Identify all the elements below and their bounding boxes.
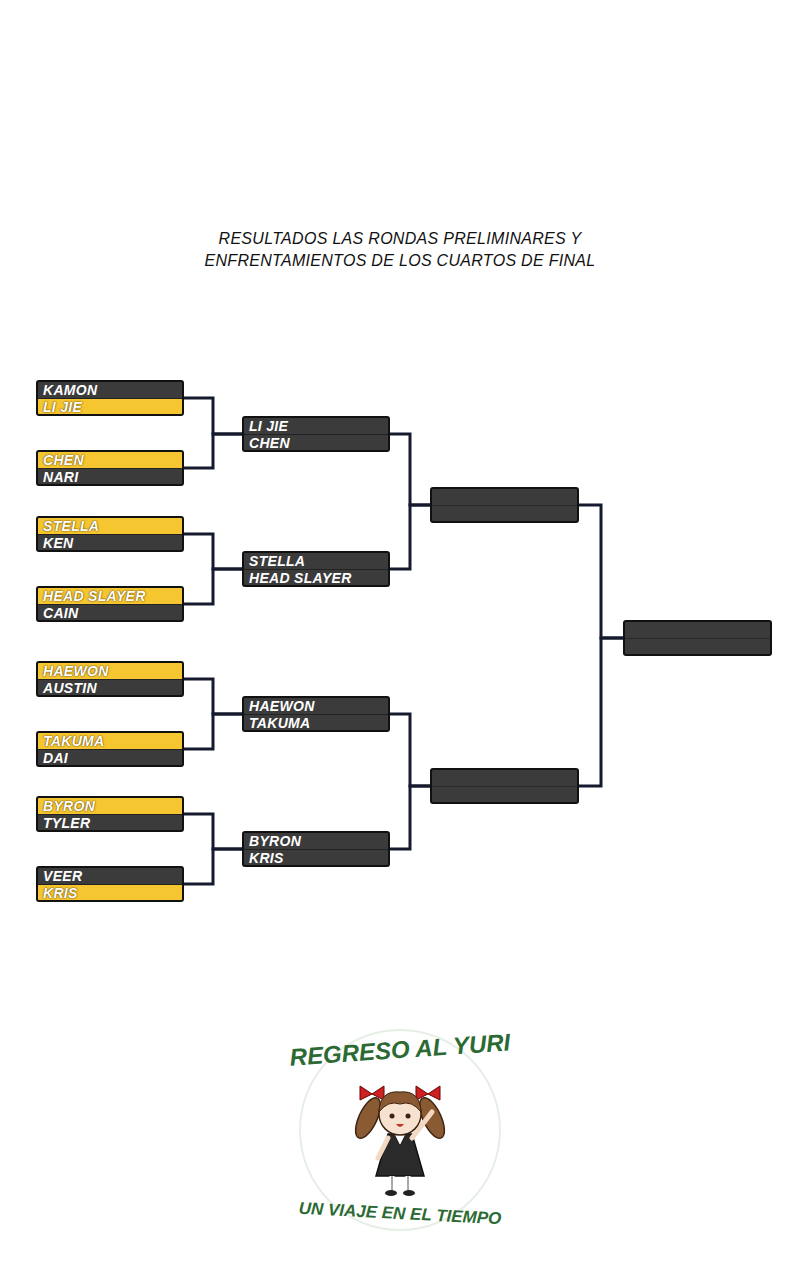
name-row: TAKUMA — [38, 733, 182, 749]
match-box: HEAD SLAYERCAIN — [36, 586, 184, 622]
name-row: KAMON — [38, 382, 182, 398]
name-row: KRIS — [244, 849, 388, 866]
name-row: KRIS — [38, 884, 182, 901]
bracket-line — [390, 786, 430, 849]
player-name: BYRON — [249, 833, 301, 849]
logo-text: REGRESO AL YURI — [249, 1026, 550, 1075]
match-box: VEERKRIS — [36, 866, 184, 902]
name-row: VEER — [38, 868, 182, 884]
bracket-line — [184, 849, 242, 884]
player-name: HEAD SLAYER — [249, 570, 352, 586]
match-box: STELLAKEN — [36, 516, 184, 552]
name-row: STELLA — [244, 553, 388, 569]
player-name: LI JIE — [249, 418, 288, 434]
bracket-line — [390, 714, 430, 786]
bracket-line — [390, 434, 430, 505]
player-name: BYRON — [43, 798, 95, 814]
match-box — [623, 620, 772, 656]
name-row: LI JIE — [38, 398, 182, 415]
player-name: VEER — [43, 868, 82, 884]
name-row: HAEWON — [38, 663, 182, 679]
match-box — [430, 487, 579, 523]
name-row: BYRON — [244, 833, 388, 849]
player-name: AUSTIN — [43, 680, 97, 696]
logo-text: UN VIAJE EN EL TIEMPO — [250, 1196, 551, 1232]
bracket-line — [579, 505, 623, 638]
name-row: AUSTIN — [38, 679, 182, 696]
player-name: CHEN — [249, 435, 290, 451]
player-name: CAIN — [43, 605, 78, 621]
player-name: TAKUMA — [249, 715, 310, 731]
name-row: KEN — [38, 534, 182, 551]
name-row: CHEN — [244, 434, 388, 451]
player-name: TAKUMA — [43, 733, 104, 749]
bracket-line — [390, 505, 430, 569]
match-box: STELLAHEAD SLAYER — [242, 551, 390, 587]
name-row: HEAD SLAYER — [38, 588, 182, 604]
player-name: TYLER — [43, 815, 90, 831]
player-name: DAI — [43, 750, 68, 766]
bracket-line — [184, 569, 242, 604]
match-box — [430, 768, 579, 804]
name-row: BYRON — [38, 798, 182, 814]
player-name: KRIS — [249, 850, 284, 866]
name-row: NARI — [38, 468, 182, 485]
match-box: BYRONTYLER — [36, 796, 184, 832]
bracket-line — [184, 534, 242, 569]
name-row: HAEWON — [244, 698, 388, 714]
name-row: STELLA — [38, 518, 182, 534]
bracket-line — [184, 679, 242, 714]
player-name: NARI — [43, 469, 78, 485]
name-row: CAIN — [38, 604, 182, 621]
bracket-line — [184, 814, 242, 849]
player-name: KAMON — [43, 382, 97, 398]
name-row: LI JIE — [244, 418, 388, 434]
match-box: HAEWONTAKUMA — [242, 696, 390, 732]
name-row: HEAD SLAYER — [244, 569, 388, 586]
bracket-line — [579, 638, 623, 786]
player-name: STELLA — [43, 518, 99, 534]
match-box: TAKUMADAI — [36, 731, 184, 767]
player-name: STELLA — [249, 553, 305, 569]
title: RESULTADOS LAS RONDAS PRELIMINARES Y ENF… — [150, 228, 650, 272]
player-name: HAEWON — [43, 663, 109, 679]
player-name: KEN — [43, 535, 73, 551]
name-row: DAI — [38, 749, 182, 766]
player-name: HEAD SLAYER — [43, 588, 146, 604]
player-name: HAEWON — [249, 698, 315, 714]
name-row: TYLER — [38, 814, 182, 831]
player-name: LI JIE — [43, 399, 82, 415]
bracket-line — [184, 714, 242, 749]
name-row: CHEN — [38, 452, 182, 468]
match-box: LI JIECHEN — [242, 416, 390, 452]
player-name: CHEN — [43, 452, 84, 468]
player-name: KRIS — [43, 885, 78, 901]
name-row: TAKUMA — [244, 714, 388, 731]
match-box: HAEWONAUSTIN — [36, 661, 184, 697]
bracket-line — [184, 398, 242, 434]
match-box: BYRONKRIS — [242, 831, 390, 867]
bracket-line — [184, 434, 242, 468]
match-box: CHENNARI — [36, 450, 184, 486]
match-box: KAMONLI JIE — [36, 380, 184, 416]
